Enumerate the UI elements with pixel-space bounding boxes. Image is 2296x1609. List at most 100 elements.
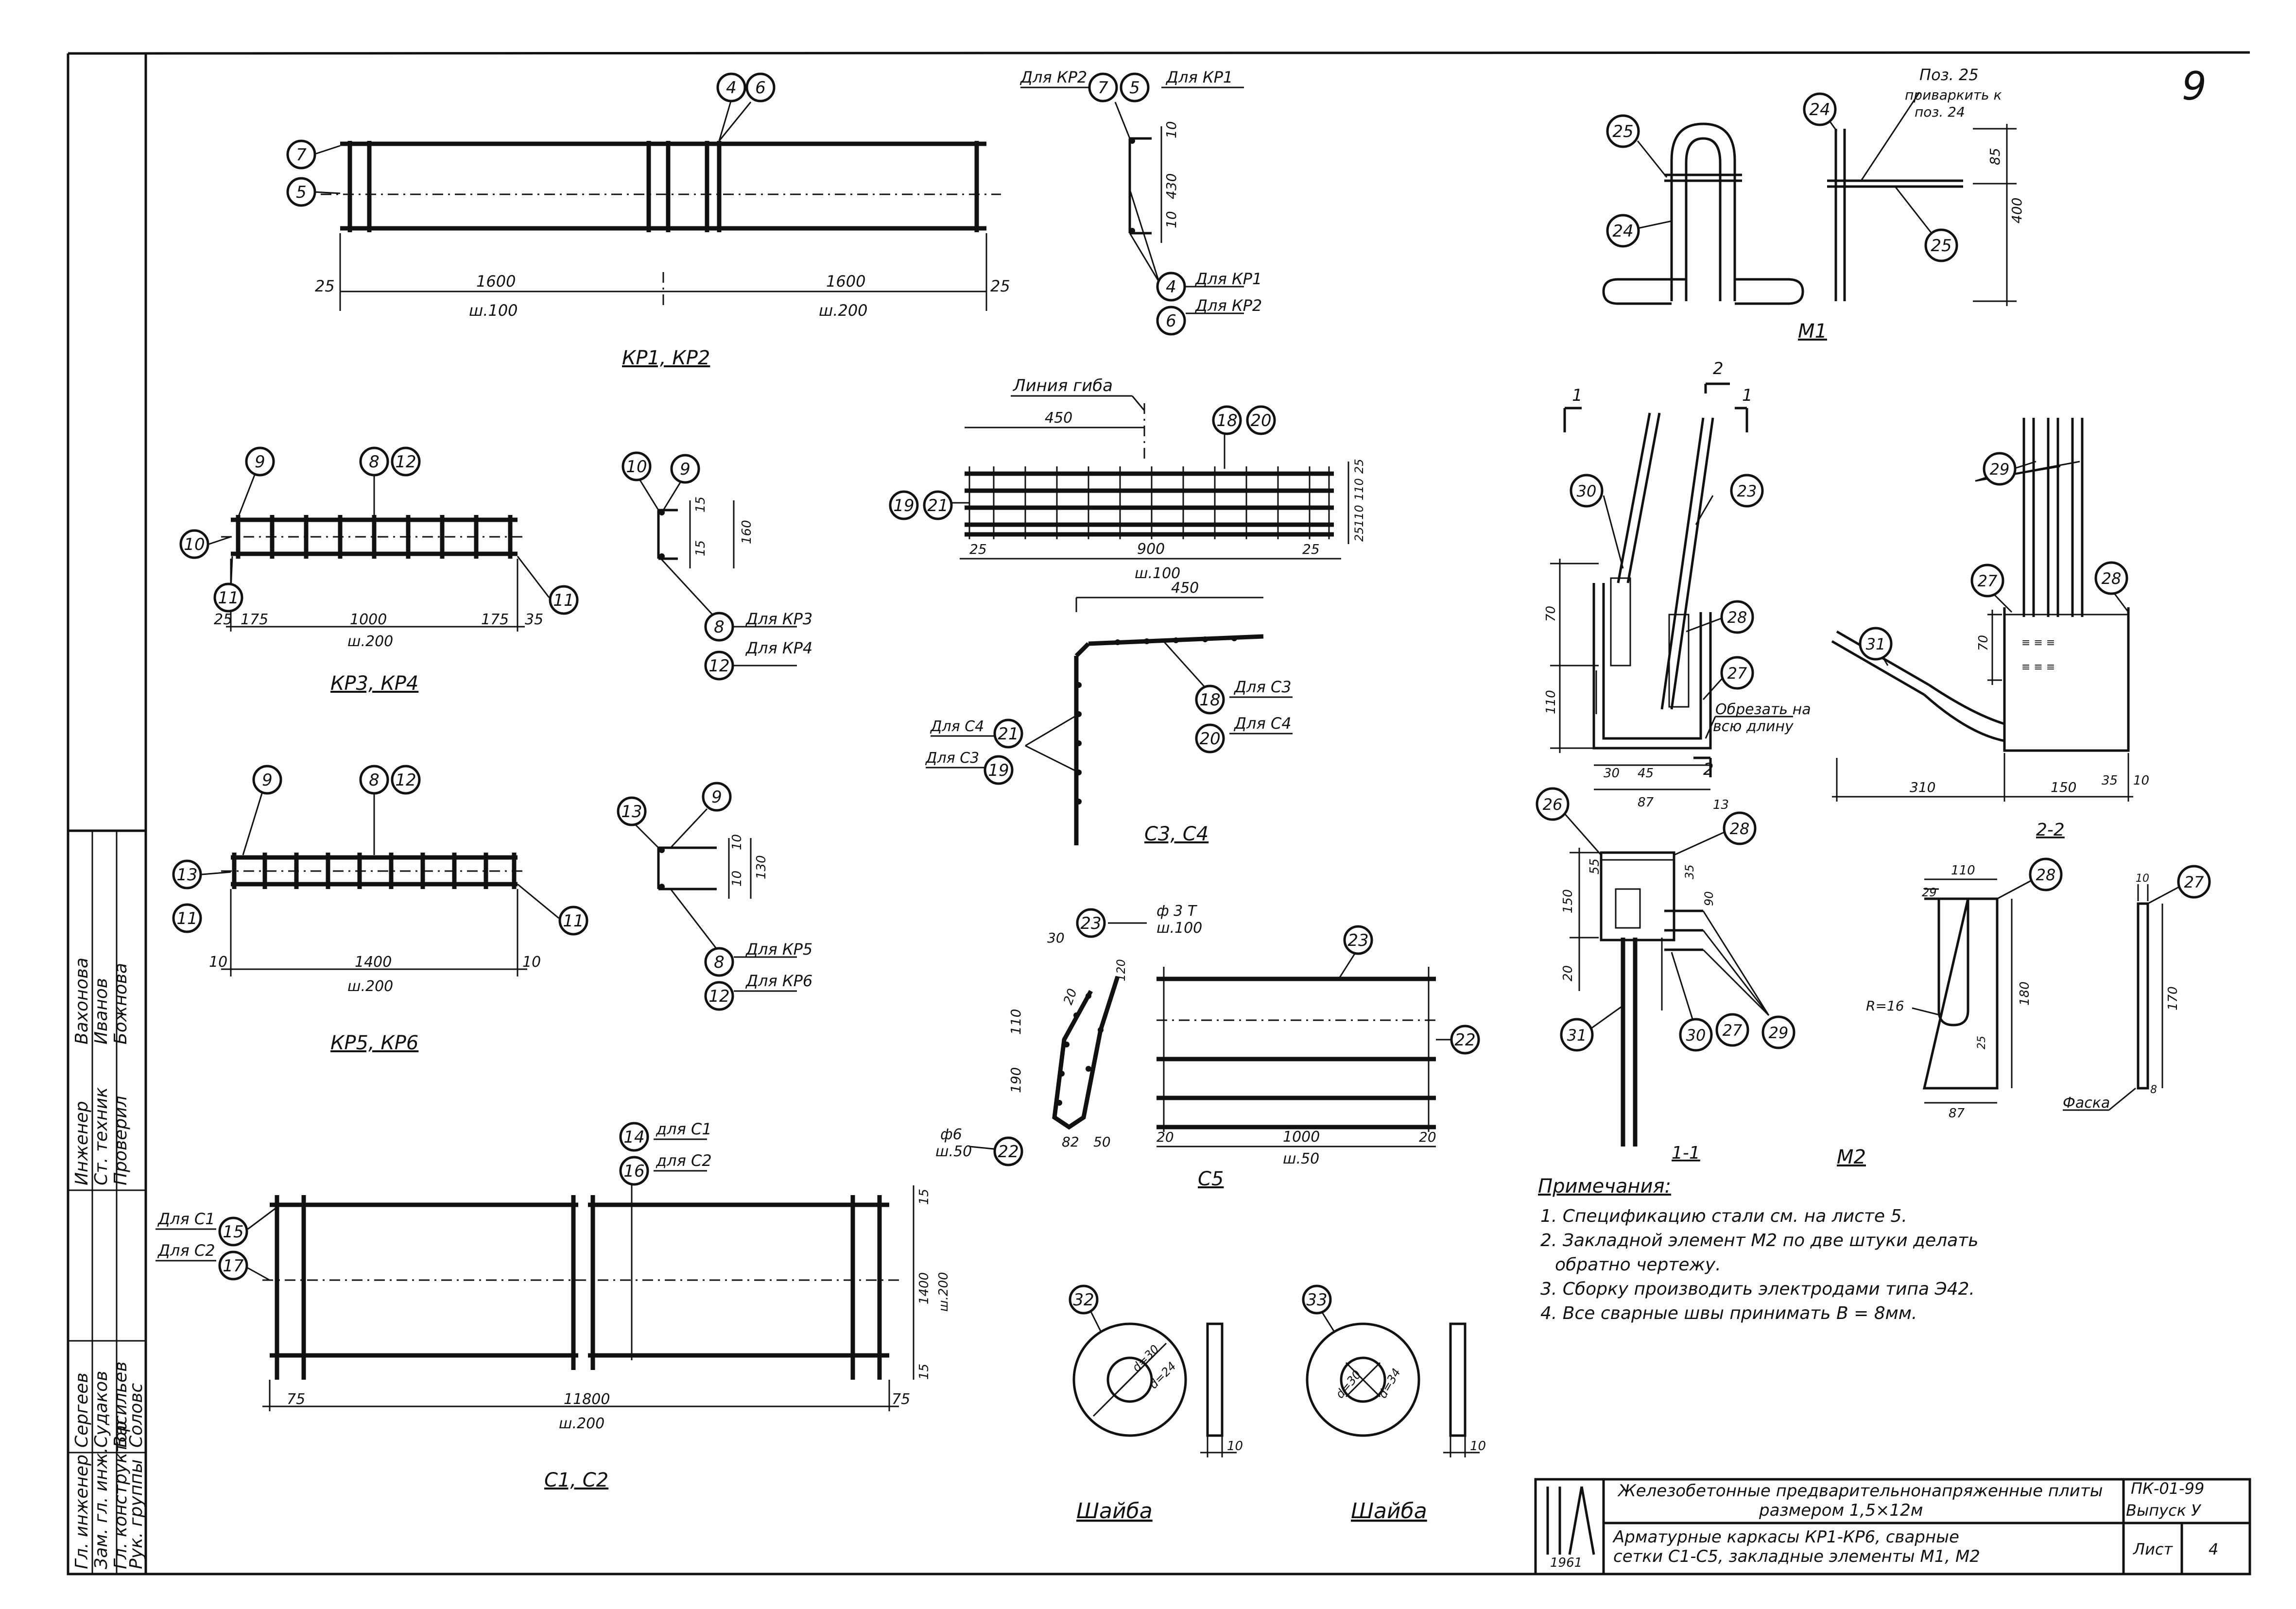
m2-chamfer: Фаска [2063,1095,2110,1112]
view-washers: d=30 d=24 10 32 Шайба d=30 d=34 10 33 Ша… [1069,1284,1486,1523]
title-sheet-no: 4 [2209,1540,2218,1558]
kr34-tag-10: 10 [184,535,205,554]
kr56s-tag-13: 13 [621,802,642,822]
kr56-tag-13: 13 [176,865,197,885]
c5-dim-30: 30 [1047,930,1065,946]
c12-dim-2: 11800 [564,1391,610,1408]
c5-dim-120: 120 [1114,959,1128,981]
view-kr34-section: 15 160 15 Для КР3 Для КР4 10 9 8 12 [621,451,812,681]
sheet-number: 9 [2182,64,2207,109]
kr12s-label-kr1: Для КР1 [1165,68,1233,86]
kr34s-dim-1: 15 [693,496,708,513]
note-3: 3. Сборку производить электродами типа Э… [1540,1279,1975,1299]
c12-tag-17: 17 [223,1256,244,1276]
m2-plate-87: 87 [1949,1106,1965,1121]
kr56s-label-kr6: Для КР6 [745,972,812,990]
stamp-role-6: Ст. техник [91,1087,111,1185]
title-line-1: Железобетонные предварительнонапряженные… [1617,1481,2103,1501]
c12-dim-1: 75 [287,1391,305,1408]
c5-dim-20: 20 [1061,987,1080,1007]
washer-l-10: 10 [1227,1439,1243,1454]
c34-tag-19a: 19 [893,496,914,515]
c34-label-c4a: Для С4 [1233,714,1292,733]
c34-tag-18b: 18 [1199,690,1220,710]
title-sheet-label: Лист [2133,1540,2173,1558]
view-c5: 30 20 110 190 82 50 120 ф 3 Т ш.100 ф6 ш… [935,903,1480,1190]
kr34s-label-kr4: Для КР4 [745,639,812,657]
m1-caption: М1 [1798,320,1827,342]
kr12s-dim-1: 10 [1163,121,1179,138]
c34-dim-110b: 110 [1352,505,1366,527]
m1-dim-400: 400 [2009,198,2025,223]
washer-r-d34: d=34 [1376,1366,1403,1401]
m2-22-dim-10: 10 [2133,773,2149,788]
kr12s-dim-2: 430 [1163,173,1179,199]
washer-caption-right: Шайба [1351,1499,1427,1523]
c34-tag-18a: 18 [1216,411,1237,430]
c34-tag-20b: 20 [1199,729,1220,749]
c34-tag-20a: 20 [1250,411,1271,430]
m2-note-cut-2: всю длину [1713,718,1794,735]
m2-plate-r16: R=16 [1866,998,1904,1014]
kr34-tag-11a: 11 [218,588,239,608]
kr12s-label-kr2: Для КР2 [1019,68,1087,86]
kr12s-tag-4: 4 [1166,277,1176,297]
c34-label-c3a: Для С3 [1233,678,1292,696]
stamp-name-5: Вахонова [72,958,92,1044]
stamp-role-4: Рук. группы [126,1459,146,1569]
c34-caption: С3, С4 [1144,823,1208,845]
m2-plate-29: 29 [1922,886,1937,899]
m2-tag-27d: 27 [2184,873,2204,891]
view-kr1-kr2: 1600 1600 25 25 ш.100 ш.200 КР1, КР2 7 5… [286,72,1010,369]
view-c1-c2: 75 11800 75 15 1400 15 ш.200 ш.200 С1, С… [155,1120,951,1491]
view-kr56-section: 10 130 10 Для КР5 Для КР6 13 9 8 12 [617,782,812,1011]
kr56-tag-12: 12 [395,770,416,790]
c12-dim-3: 75 [892,1391,910,1408]
m2-section-11: 1-1 [1672,1143,1700,1163]
kr12s-label-kr1-b: Для КР1 [1194,270,1262,288]
c12-tag-15: 15 [223,1222,243,1242]
m2-plate-110: 110 [1951,863,1975,878]
title-year: 1961 [1550,1556,1582,1570]
kr12-tag-6: 6 [755,78,766,98]
side-stamp: Гл. инженер Зам. гл. инж. Гл. конструкто… [67,829,147,1575]
kr34-tag-9: 9 [255,452,265,472]
kr12s-tag-5: 5 [1129,78,1140,98]
m2-plan-dim-35: 35 [1683,864,1696,879]
m2-cut-2b: 2 [1703,760,1714,779]
m2-plate-180: 180 [2018,981,2032,1006]
c5-label-phi3: ф 3 Т [1157,903,1198,920]
c5-tag-23a: 23 [1080,914,1101,933]
m2-22-dim-70: 70 [1976,635,1991,651]
m2-22-dim-35: 35 [2102,773,2118,788]
m2-plate-8: 8 [2150,1084,2157,1096]
c5-caption: С5 [1198,1168,1224,1190]
c34-dim-25d: 25 [1352,527,1366,542]
m2-plate-10: 10 [2136,873,2149,885]
title-block: 1961 Железобетонные предварительнонапряж… [1534,1478,2251,1575]
m1-tag-25a: 25 [1612,122,1633,141]
kr34s-dim-3: 15 [693,540,708,556]
view-kr12-section: 10 430 10 Для КР2 Для КР1 Для КР1 Для КР… [1019,68,1262,336]
m2-plan-dim-20: 20 [1561,965,1575,981]
kr56s-dim-1: 10 [730,834,744,850]
kr12-dim-2: 1600 [826,272,865,291]
view-m2: 1 1 2 2 70 110 30 45 87 13 Обрезать на в… [1536,359,2211,1168]
stamp-role-2: Зам. гл. инж. [91,1447,111,1569]
kr12-pitch-1: ш.100 [469,301,518,320]
c34-dim-110a: 110 [1352,478,1366,500]
m1-note-1: Поз. 25 [1919,66,1979,84]
c34-label-c4b: Для С4 [930,718,984,735]
kr34-tag-11b: 11 [553,591,574,610]
c5-label-pitch50b: ш.50 [1283,1150,1319,1167]
note-1: 1. Спецификацию стали см. на листе 5. [1540,1206,1907,1226]
kr34-dim-2: 175 [241,611,268,628]
m2-tag-30a: 30 [1577,482,1597,500]
notes-block: Примечания: 1. Спецификацию стали см. на… [1538,1175,1978,1323]
kr12-caption: КР1, КР2 [622,347,710,369]
m1-note-2: приваркить к [1905,87,2002,103]
kr34s-tag-9: 9 [680,460,691,479]
m1-note-3: поз. 24 [1915,104,1965,120]
washer-caption-left: Шайба [1076,1499,1153,1523]
